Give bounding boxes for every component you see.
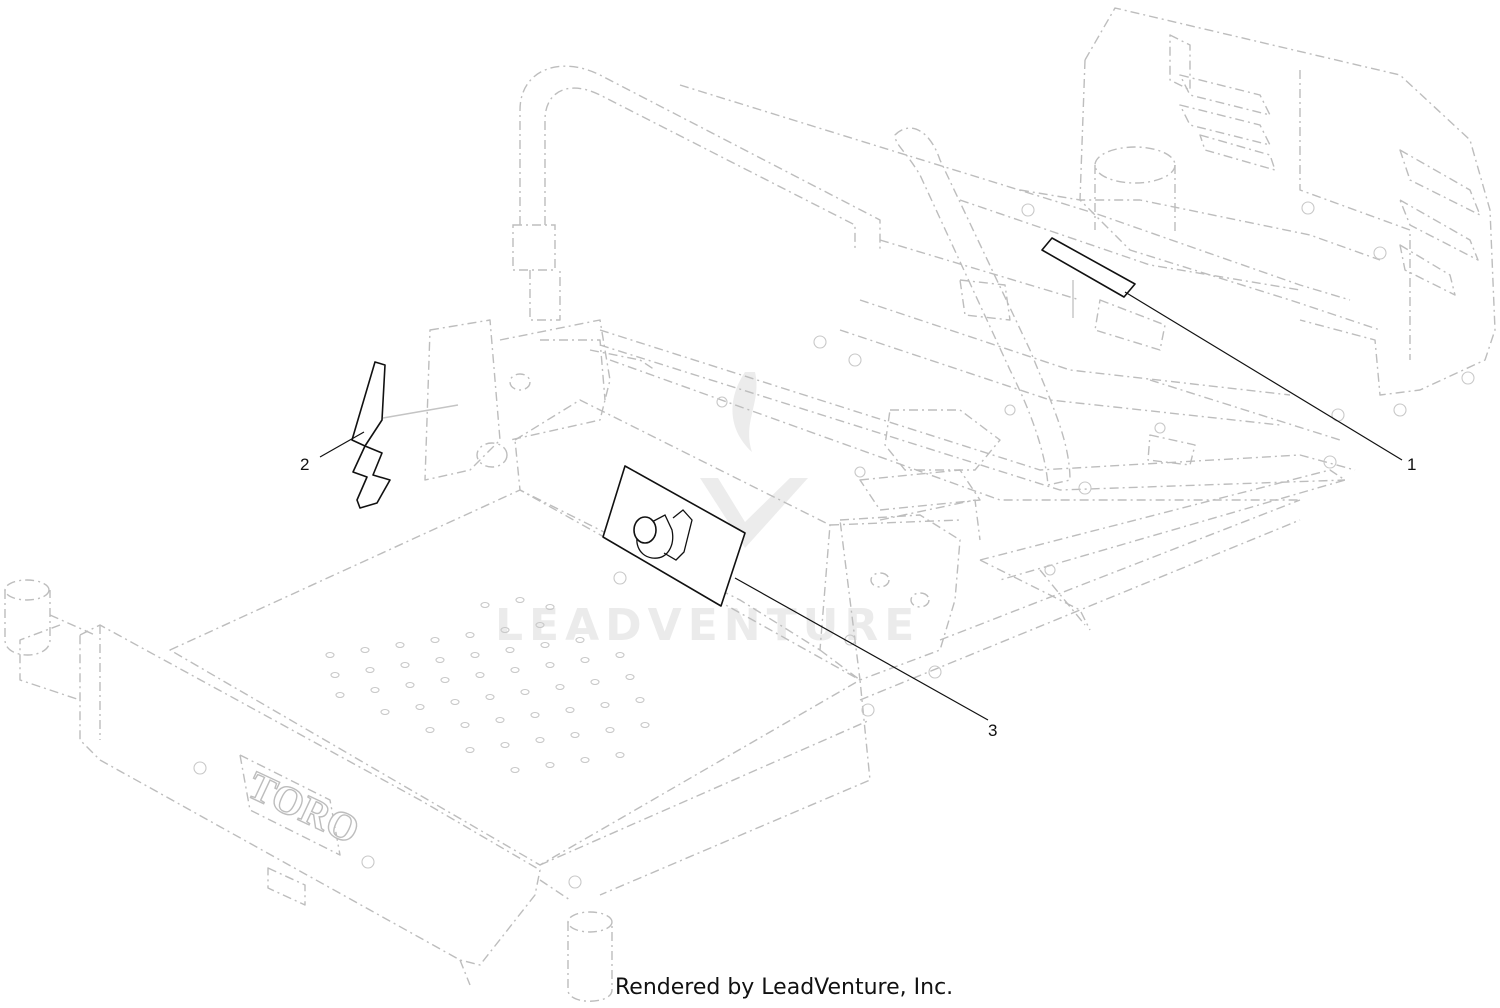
footer-credit: Rendered by LeadVenture, Inc.: [615, 975, 954, 1000]
callout-2: 2: [300, 455, 309, 474]
decal-item-3: [602, 465, 989, 721]
callout-1: 1: [1407, 455, 1416, 474]
floor-plate-panels: [859, 279, 1196, 511]
frame-rails: [599, 84, 1356, 701]
rear-frame: [1019, 7, 1496, 396]
control-brackets: [424, 319, 981, 681]
decal-item-2: [319, 361, 459, 509]
frame-logo-text: TORO: [241, 762, 366, 852]
front-frame-body: [169, 399, 961, 896]
callout-3: 3: [988, 721, 997, 740]
decal-item-1: [1041, 237, 1403, 461]
frame-bolts: [193, 201, 1475, 889]
floor-plate-holes: [325, 596, 650, 774]
front-bumper: [4, 579, 613, 1002]
roll-bar: [512, 65, 1071, 486]
watermark-text: LEADVENTURE: [495, 600, 920, 651]
